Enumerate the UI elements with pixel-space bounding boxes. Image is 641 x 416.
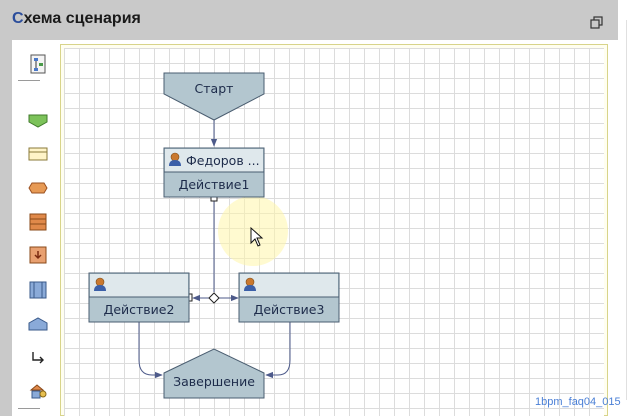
watermark-label: 1bpm_faq04_015 (535, 396, 621, 408)
action-shape-icon[interactable] (28, 146, 48, 166)
panel-title: Схема сценария (12, 10, 141, 28)
restore-window-icon[interactable] (590, 14, 603, 29)
user-icon (94, 277, 106, 291)
layout-icon[interactable] (28, 54, 48, 74)
right-margin (618, 0, 641, 416)
end-shape-icon[interactable] (28, 316, 48, 336)
subprocess-shape-icon[interactable] (28, 213, 48, 233)
shapes-icon[interactable] (28, 382, 48, 402)
event-shape-icon[interactable] (28, 246, 48, 266)
toolbar-separator (18, 80, 40, 81)
end-node[interactable]: Завершение (163, 348, 265, 399)
diagram-canvas[interactable] (64, 48, 604, 416)
end-node-label: Завершение (173, 374, 255, 389)
action2-node[interactable]: Действие2 (88, 272, 190, 323)
action1-owner: Федоров ... (186, 153, 260, 168)
action3-label: Действие3 (254, 302, 325, 317)
scrollbar-track[interactable] (626, 20, 627, 400)
panel-title-accent: С (12, 10, 24, 27)
fork-node[interactable] (208, 292, 220, 304)
connector-action2-end[interactable] (138, 322, 163, 379)
action1-node[interactable]: Федоров ... Действие1 (163, 147, 265, 198)
action3-node[interactable]: Действие3 (238, 272, 340, 323)
mouse-cursor-icon (250, 226, 264, 247)
panel-title-rest: хема сценария (23, 10, 141, 27)
start-node[interactable]: Старт (163, 72, 265, 121)
connector-action3-end[interactable] (265, 322, 291, 379)
user-icon (244, 277, 256, 291)
user-icon (169, 152, 181, 166)
start-node-label: Старт (195, 81, 234, 96)
connector-icon[interactable] (28, 350, 48, 370)
block-shape-icon[interactable] (28, 281, 48, 301)
decision-shape-icon[interactable] (28, 180, 48, 200)
start-shape-icon[interactable] (28, 113, 48, 133)
action1-label: Действие1 (179, 177, 250, 192)
action2-label: Действие2 (104, 302, 175, 317)
toolbar-separator (18, 408, 40, 409)
